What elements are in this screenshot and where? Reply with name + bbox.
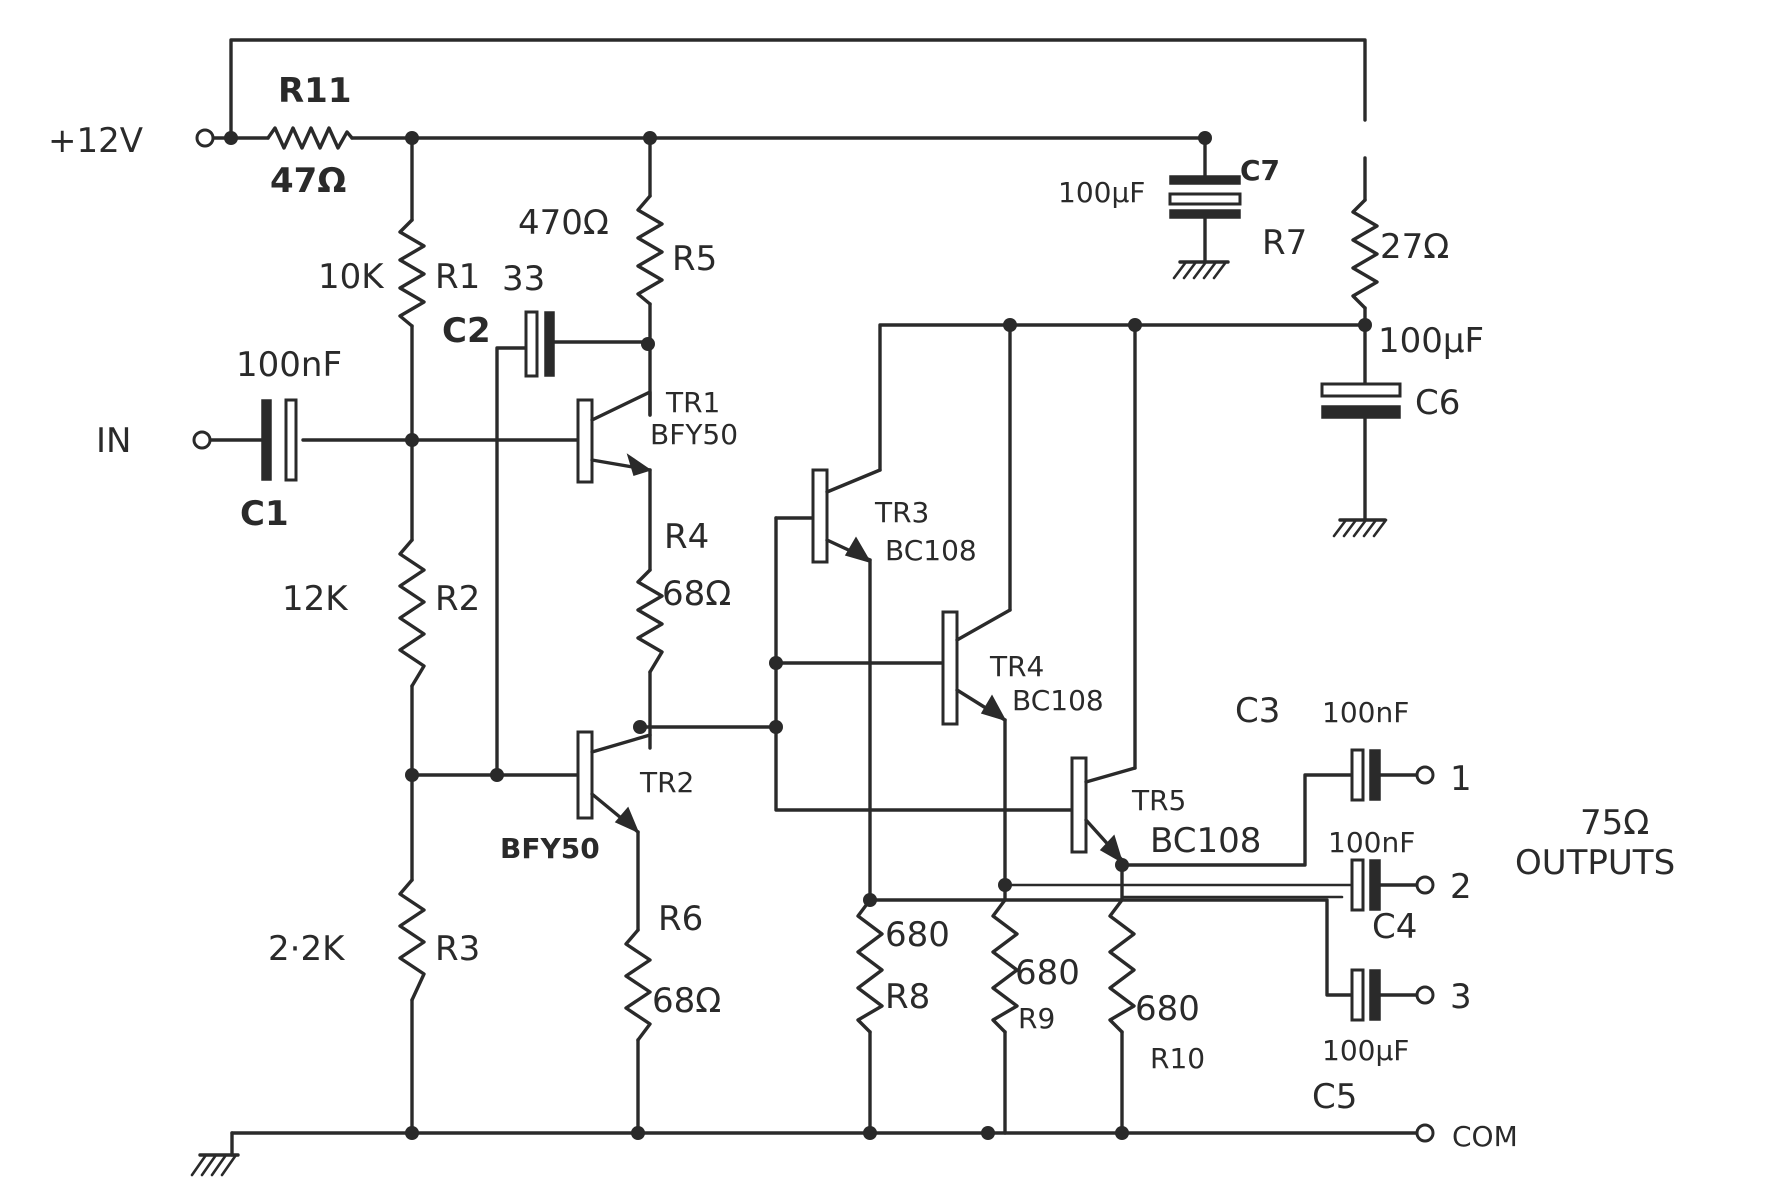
transistor-tr1 [576, 390, 652, 484]
com-label: COM [1452, 1120, 1518, 1153]
input-terminal [192, 430, 212, 450]
tr4-ref: TR4 [989, 650, 1044, 683]
tr1-ref: TR1 [665, 386, 720, 419]
r9-ref: R9 [1018, 1002, 1055, 1035]
c5-ref: C5 [1312, 1077, 1357, 1117]
resistor-r2 [398, 538, 426, 688]
capacitor-c5 [1350, 968, 1381, 1022]
tr4-type: BC108 [1012, 684, 1104, 717]
r3-ref: R3 [435, 929, 480, 969]
tr2-type: BFY50 [500, 832, 600, 865]
input-label: IN [96, 421, 131, 461]
transistor-tr5 [1070, 756, 1137, 864]
resistor-r5 [636, 194, 664, 306]
transistor-tr2 [576, 730, 652, 834]
junctions [224, 131, 1372, 1140]
output-1-label: 1 [1450, 759, 1472, 799]
transistor-tr4 [941, 608, 1012, 726]
capacitor-c7 [1168, 175, 1242, 219]
c1-ref: C1 [240, 494, 289, 534]
output-3-terminal [1415, 985, 1435, 1005]
r5-value: 470Ω [518, 203, 609, 243]
r3-value: 2·2K [268, 929, 346, 969]
c2-value: 33 [502, 259, 545, 299]
c7-ref: C7 [1240, 154, 1280, 187]
c5-value: 100µF [1322, 1034, 1409, 1067]
r10-value: 680 [1135, 989, 1200, 1029]
supply-label: +12V [48, 121, 143, 161]
r10-ref: R10 [1150, 1042, 1205, 1075]
output-1-terminal [1415, 765, 1435, 785]
r11-value: 47Ω [270, 161, 346, 201]
resistor-r10 [1108, 898, 1136, 1034]
transistors [576, 390, 1137, 864]
resistors [266, 126, 1379, 1042]
supply-terminal [195, 128, 215, 148]
c4-value: 100nF [1328, 826, 1415, 859]
capacitor-c4 [1350, 858, 1381, 912]
capacitor-c2 [524, 310, 555, 378]
resistor-r6 [624, 928, 652, 1042]
r11-ref: R11 [278, 71, 352, 111]
r4-value: 68Ω [662, 574, 731, 614]
tr1-type: BFY50 [650, 418, 738, 451]
r4-ref: R4 [664, 517, 709, 557]
c6-value: 100µF [1378, 321, 1484, 361]
resistor-r1 [398, 218, 426, 328]
c6-ref: C6 [1415, 383, 1460, 423]
r8-ref: R8 [885, 977, 930, 1017]
terminals [192, 128, 1435, 1143]
resistor-r11 [266, 126, 354, 150]
c2-ref: C2 [442, 311, 491, 351]
output-2-label: 2 [1450, 867, 1472, 907]
r9-value: 680 [1015, 953, 1080, 993]
transistor-tr3 [811, 468, 882, 564]
r1-value: 10K [318, 257, 385, 297]
tr3-ref: TR3 [874, 496, 929, 529]
resistor-r7 [1351, 198, 1379, 310]
outputs-impedance-label: 75Ω [1580, 803, 1649, 843]
c3-value: 100nF [1322, 696, 1409, 729]
ground-c6 [1332, 518, 1388, 538]
tr2-ref: TR2 [639, 766, 694, 799]
capacitor-c6 [1320, 382, 1402, 419]
capacitor-c3 [1350, 748, 1381, 802]
output-3-label: 3 [1450, 977, 1472, 1017]
resistor-r8 [856, 898, 884, 1034]
c1-value: 100nF [236, 345, 342, 385]
r1-ref: R1 [435, 257, 480, 297]
r7-ref: R7 [1262, 223, 1307, 263]
com-terminal [1415, 1123, 1435, 1143]
outputs-label: OUTPUTS [1515, 843, 1675, 883]
c4-ref: C4 [1372, 907, 1417, 947]
capacitor-c1 [261, 398, 298, 482]
output-2-terminal [1415, 875, 1435, 895]
wires [208, 38, 1420, 1135]
tr5-type: BC108 [1150, 821, 1261, 861]
c7-value: 100µF [1058, 176, 1145, 209]
resistor-r4 [636, 568, 664, 674]
ground-symbols [190, 260, 1388, 1177]
r8-value: 680 [885, 915, 950, 955]
capacitors [261, 175, 1402, 1022]
r6-ref: R6 [658, 899, 703, 939]
resistor-r3 [398, 878, 426, 1002]
resistor-r9 [991, 898, 1019, 1034]
r5-ref: R5 [672, 239, 717, 279]
r2-value: 12K [282, 579, 349, 619]
tr3-type: BC108 [885, 534, 977, 567]
r2-ref: R2 [435, 579, 480, 619]
tr5-ref: TR5 [1131, 784, 1186, 817]
ground-c7 [1172, 260, 1230, 280]
r6-value: 68Ω [652, 981, 721, 1021]
r7-value: 27Ω [1380, 227, 1449, 267]
ground-main [190, 1131, 240, 1177]
labels: +12V IN R11 47Ω 10K R1 12K R2 2·2K R3 47… [48, 71, 1675, 1153]
c3-ref: C3 [1235, 691, 1280, 731]
